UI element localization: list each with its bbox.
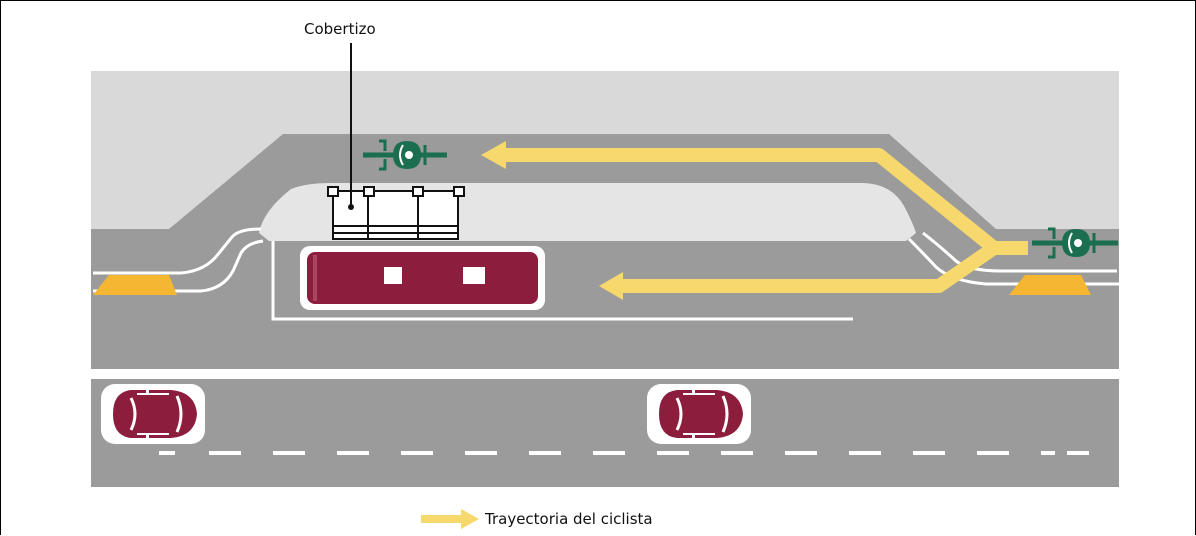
arrow-icon [421,509,479,529]
shelter-icon [327,186,465,240]
center-dashes [159,451,1089,455]
speed-bump-right [1009,275,1091,295]
legend-label: Trayectoria del ciclista [485,510,653,528]
car-icon [101,384,205,444]
road-lower [91,379,1119,487]
bus-icon [300,246,545,310]
cyclist-path [481,141,1028,300]
callout-dot [348,204,354,210]
car-icon [647,384,751,444]
lane-markings [93,227,1119,321]
cyclist-icon [363,139,447,171]
curb-line [91,369,1119,373]
cyclist-icon [1032,227,1118,259]
legend: Trayectoria del ciclista [421,507,653,531]
speed-bump-left [93,275,177,295]
callout-label: Cobertizo [304,20,376,38]
